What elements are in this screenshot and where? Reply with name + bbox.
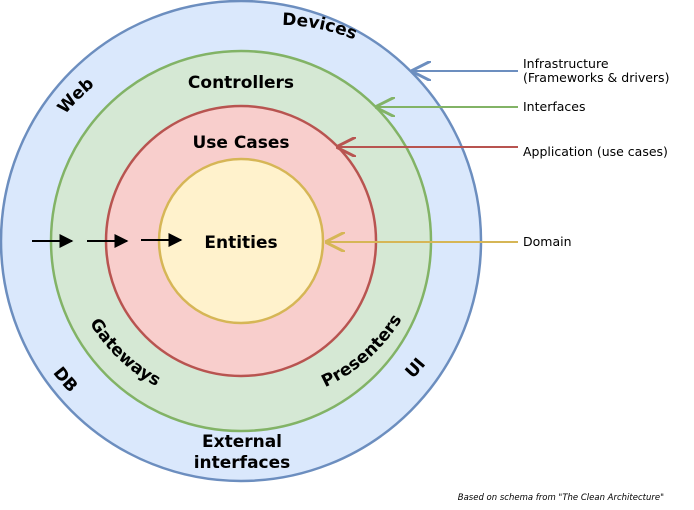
label-use-cases: Use Cases — [192, 133, 289, 153]
legend-application: Application (use cases) — [523, 144, 668, 159]
legend-domain: Domain — [523, 234, 572, 249]
legend-infrastructure-line2: (Frameworks & drivers) — [523, 70, 669, 85]
label-controllers: Controllers — [188, 73, 294, 93]
label-entities: Entities — [204, 233, 277, 253]
label-external-line1: External — [202, 432, 282, 452]
credit-note: Based on schema from "The Clean Architec… — [458, 493, 664, 503]
label-external-line2: interfaces — [194, 453, 291, 473]
legend-interfaces: Interfaces — [523, 99, 585, 114]
legend-infrastructure-line1: Infrastructure — [523, 56, 609, 71]
